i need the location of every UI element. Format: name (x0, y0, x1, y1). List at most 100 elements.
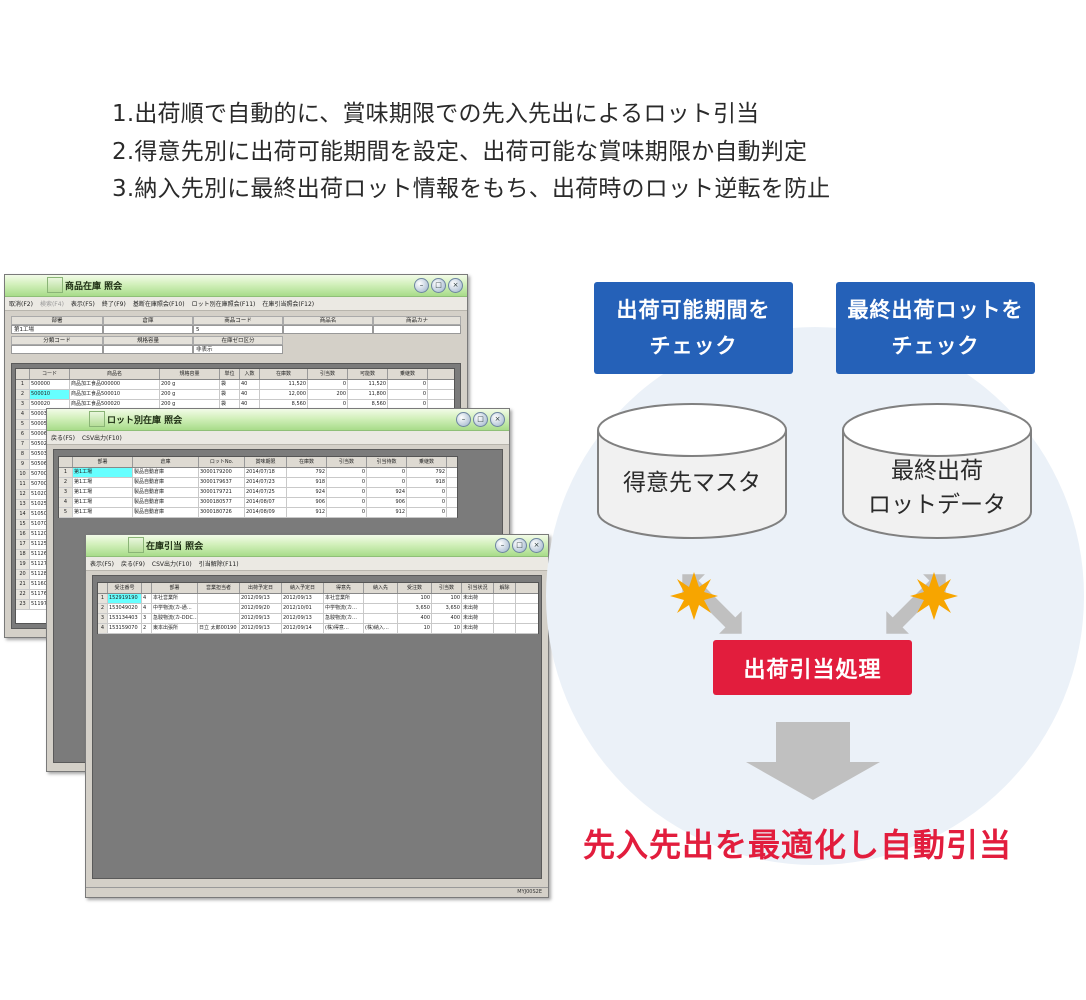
table-cell[interactable]: 製品自動倉庫 (133, 468, 199, 477)
table-cell[interactable]: 500020 (30, 400, 70, 409)
column-header[interactable]: 出荷予定日 (240, 583, 282, 593)
table-cell[interactable]: 2012/09/14 (282, 624, 324, 633)
menu-item-lot-stock[interactable]: ロット別在庫照会(F11) (191, 301, 256, 308)
column-header[interactable]: 引当数 (432, 583, 462, 593)
column-header[interactable]: コード (30, 369, 70, 379)
table-cell[interactable]: 3000179721 (199, 488, 245, 497)
maximize-icon[interactable]: □ (473, 412, 488, 427)
column-header[interactable]: 乗継数 (388, 369, 428, 379)
minimize-icon[interactable]: – (456, 412, 471, 427)
table-cell[interactable] (198, 604, 240, 613)
table-cell[interactable]: 792 (407, 468, 447, 477)
table-cell[interactable]: 153159070 (108, 624, 142, 633)
menu-item-csv[interactable]: CSV出力(F10) (151, 561, 192, 568)
column-header[interactable]: 賞味期限 (245, 457, 287, 467)
table-cell[interactable]: 第1工場 (73, 478, 133, 487)
table-cell[interactable]: 100 (398, 594, 432, 603)
menu-item-base-stock[interactable]: 基断在庫照会(F10) (132, 301, 185, 308)
zero-stock-select[interactable]: 非表示 (193, 345, 283, 354)
menu-item-search[interactable]: 検索(F4) (39, 301, 64, 308)
table-cell[interactable] (494, 594, 516, 603)
table-cell[interactable]: 3000179200 (199, 468, 245, 477)
column-header[interactable]: 得意先 (324, 583, 364, 593)
table-cell[interactable]: 2012/09/13 (282, 614, 324, 623)
table-cell[interactable] (364, 594, 398, 603)
dept-field[interactable]: 第1工場 (11, 325, 103, 334)
column-header[interactable] (142, 583, 152, 593)
table-cell[interactable]: 4 (142, 594, 152, 603)
table-cell[interactable]: 2014/07/25 (245, 488, 287, 497)
maximize-icon[interactable]: □ (512, 538, 527, 553)
table-cell[interactable]: 924 (367, 488, 407, 497)
close-icon[interactable]: × (490, 412, 505, 427)
table-cell[interactable]: 3 (142, 614, 152, 623)
table-cell[interactable]: 153049020 (108, 604, 142, 613)
column-header[interactable]: 規格容量 (160, 369, 220, 379)
table-cell[interactable]: 0 (327, 468, 367, 477)
table-cell[interactable]: 急駿物流(カ… (324, 614, 364, 623)
table-cell[interactable]: 第1工場 (73, 508, 133, 517)
table-cell[interactable]: 第1工場 (73, 468, 133, 477)
table-cell[interactable] (494, 614, 516, 623)
table-cell[interactable]: 袋 (220, 380, 240, 389)
product-kana-field[interactable] (373, 325, 461, 334)
table-cell[interactable]: 未出荷 (462, 594, 494, 603)
column-header[interactable]: 可能数 (348, 369, 388, 379)
column-header[interactable] (98, 583, 108, 593)
table-cell[interactable]: 918 (287, 478, 327, 487)
table-cell[interactable]: 0 (407, 498, 447, 507)
table-cell[interactable]: 500000 (30, 380, 70, 389)
table-cell[interactable]: 2012/09/13 (282, 594, 324, 603)
column-header[interactable]: 引当数 (327, 457, 367, 467)
column-header[interactable]: 乗継数 (407, 457, 447, 467)
table-cell[interactable]: 3000179637 (199, 478, 245, 487)
table-cell[interactable]: 0 (327, 498, 367, 507)
minimize-icon[interactable]: – (414, 278, 429, 293)
table-cell[interactable]: (株)得意… (324, 624, 364, 633)
column-header[interactable]: 商品名 (70, 369, 160, 379)
table-cell[interactable]: 商品加工食品000000 (70, 380, 160, 389)
table-cell[interactable]: 100 (432, 594, 462, 603)
table-cell[interactable]: 152919190 (108, 594, 142, 603)
column-header[interactable]: 納入先 (364, 583, 398, 593)
table-cell[interactable] (494, 624, 516, 633)
table-cell[interactable]: 0 (367, 468, 407, 477)
table-cell[interactable]: 中学物流(カ… (324, 604, 364, 613)
table-cell[interactable]: 日立 太郎00190 (198, 624, 240, 633)
table-cell[interactable]: 2014/07/23 (245, 478, 287, 487)
table-cell[interactable]: 製品自動倉庫 (133, 488, 199, 497)
column-header[interactable]: 営業担当者 (198, 583, 240, 593)
column-header[interactable]: 在庫数 (287, 457, 327, 467)
table-cell[interactable]: 3000180577 (199, 498, 245, 507)
table-cell[interactable]: 0 (308, 400, 348, 409)
spec-field[interactable] (103, 345, 193, 354)
table-cell[interactable]: 400 (432, 614, 462, 623)
table-cell[interactable]: 中学物流(カ-通… (152, 604, 198, 613)
minimize-icon[interactable]: – (495, 538, 510, 553)
column-header[interactable]: 引当数 (308, 369, 348, 379)
table-cell[interactable]: 袋 (220, 390, 240, 399)
table-cell[interactable]: 第1工場 (73, 498, 133, 507)
table-cell[interactable]: 200 g (160, 400, 220, 409)
table-cell[interactable]: 11,520 (260, 380, 308, 389)
table-cell[interactable]: 912 (367, 508, 407, 517)
table-cell[interactable]: 袋 (220, 400, 240, 409)
table-cell[interactable] (494, 604, 516, 613)
table-cell[interactable]: 商品加工食品500010 (70, 390, 160, 399)
menu-item-exit[interactable]: 終了(F9) (101, 301, 126, 308)
table-cell[interactable]: 40 (240, 380, 260, 389)
table-cell[interactable]: 2012/09/13 (240, 614, 282, 623)
column-header[interactable] (16, 369, 30, 379)
table-cell[interactable]: 400 (398, 614, 432, 623)
table-cell[interactable] (364, 604, 398, 613)
column-header[interactable]: 部署 (152, 583, 198, 593)
table-cell[interactable] (364, 614, 398, 623)
table-cell[interactable]: 0 (388, 380, 428, 389)
column-header[interactable]: ロットNo. (199, 457, 245, 467)
